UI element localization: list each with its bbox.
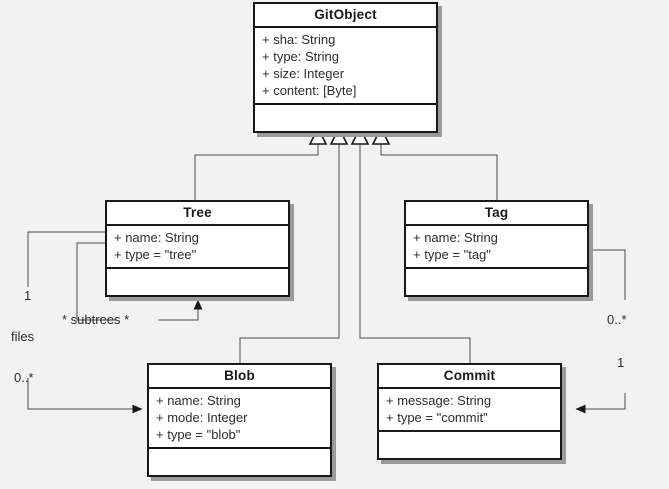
- class-operations-commit: [379, 432, 560, 458]
- generalization-triangle-tag: [371, 126, 391, 145]
- edge-tag-commit-arrow: [575, 393, 626, 414]
- class-name-commit: Commit: [379, 365, 560, 389]
- multiplicity-tree-one: 1: [24, 288, 32, 303]
- attribute: + type = "blob": [156, 427, 241, 442]
- class-operations-tag: [406, 269, 587, 295]
- class-operations-tree: [107, 269, 288, 295]
- generalization-triangle-commit: [350, 126, 370, 145]
- attribute: + type = "commit": [386, 410, 488, 425]
- class-name-tree: Tree: [107, 202, 288, 226]
- attribute: + type: String: [262, 49, 339, 64]
- multiplicity-blob-many: 0..*: [14, 370, 34, 385]
- class-box-blob[interactable]: Blob + name: String + mode: Integer + ty…: [147, 363, 332, 477]
- attribute: + type = "tree": [114, 247, 197, 262]
- attribute: + message: String: [386, 393, 492, 408]
- multiplicity-tag-many: 0..*: [607, 312, 627, 327]
- class-attributes-tag: + name: String + type = "tag": [406, 226, 587, 269]
- edge-commit-gitobject: [359, 143, 471, 365]
- generalization-triangle-blob: [329, 126, 349, 145]
- attribute: + sha: String: [262, 32, 336, 47]
- attribute: + mode: Integer: [156, 410, 248, 425]
- edge-files-arrow: [27, 378, 143, 414]
- edge-subtrees-left: [76, 242, 117, 321]
- class-attributes-blob: + name: String + mode: Integer + type = …: [149, 389, 330, 449]
- class-name-tag: Tag: [406, 202, 587, 226]
- class-name-blob: Blob: [149, 365, 330, 389]
- attribute: + name: String: [413, 230, 498, 245]
- attribute: + content: [Byte]: [262, 83, 357, 98]
- class-box-gitobject[interactable]: GitObject + sha: String + type: String +…: [253, 2, 438, 133]
- attribute: + size: Integer: [262, 66, 345, 81]
- class-operations-gitobject: [255, 105, 436, 131]
- association-label-files: files: [11, 329, 35, 344]
- edge-tag-commit-upper: [591, 249, 626, 300]
- class-attributes-commit: + message: String + type = "commit": [379, 389, 560, 432]
- class-box-tag[interactable]: Tag + name: String + type = "tag": [404, 200, 589, 297]
- attribute: + name: String: [156, 393, 241, 408]
- class-operations-blob: [149, 449, 330, 475]
- edge-tree-gitobject: [194, 143, 319, 203]
- attribute: + type = "tag": [413, 247, 491, 262]
- class-name-gitobject: GitObject: [255, 4, 436, 28]
- edge-files-upper: [27, 231, 105, 287]
- generalization-triangle-tree: [308, 126, 328, 145]
- class-box-commit[interactable]: Commit + message: String + type = "commi…: [377, 363, 562, 460]
- attribute: + name: String: [114, 230, 199, 245]
- edge-subtrees-arrow: [158, 299, 203, 321]
- edge-blob-gitobject: [239, 143, 340, 365]
- association-label-subtrees: * subtrees *: [62, 312, 130, 327]
- edge-tag-gitobject: [380, 143, 498, 203]
- class-attributes-gitobject: + sha: String + type: String + size: Int…: [255, 28, 436, 105]
- class-attributes-tree: + name: String + type = "tree": [107, 226, 288, 269]
- class-box-tree[interactable]: Tree + name: String + type = "tree": [105, 200, 290, 297]
- multiplicity-commit-one: 1: [617, 355, 625, 370]
